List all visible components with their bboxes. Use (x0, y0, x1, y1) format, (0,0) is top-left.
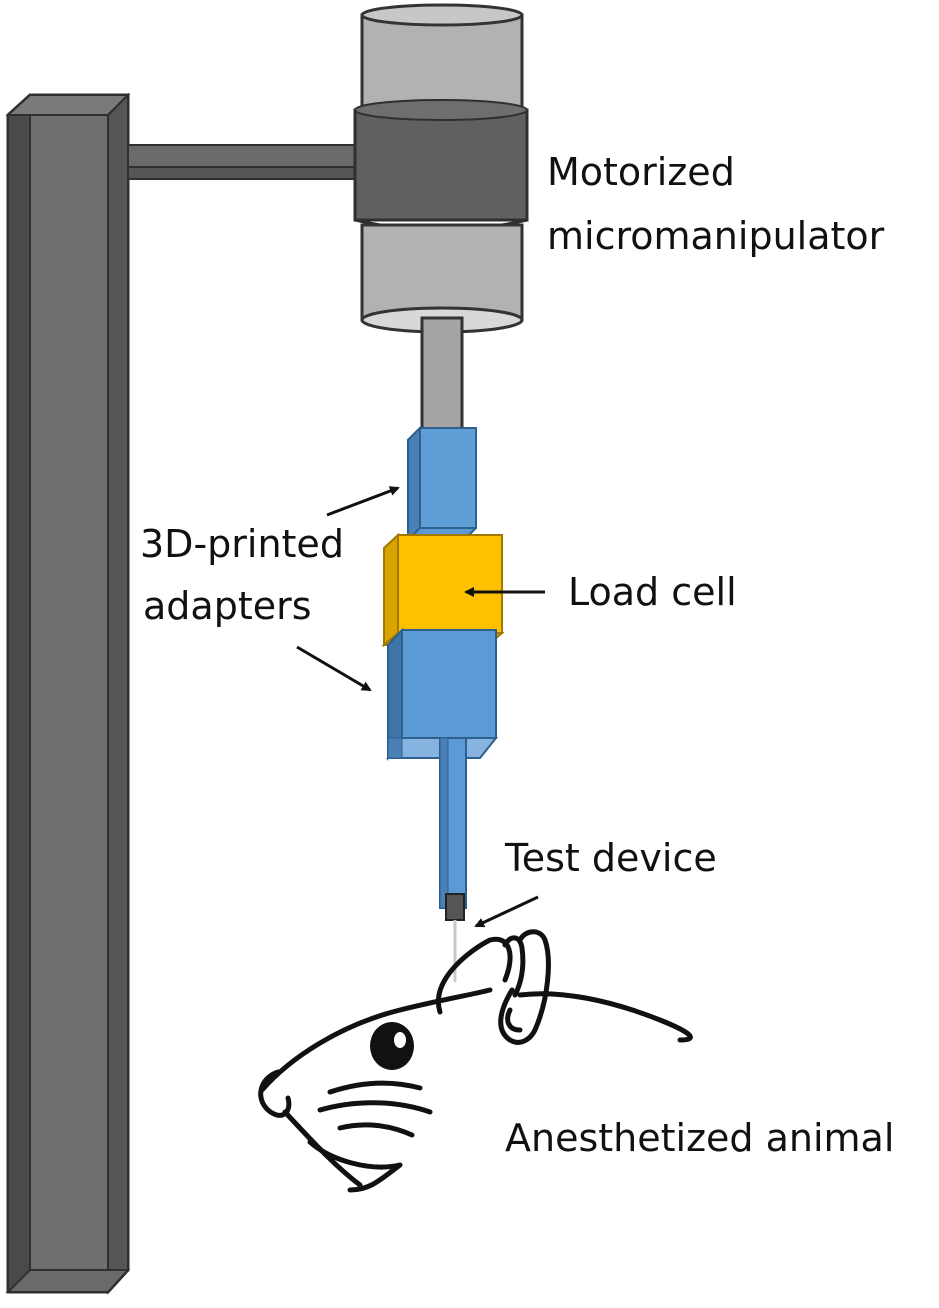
stand-pillar (5, 92, 131, 1295)
rat-eye (370, 1022, 414, 1070)
test-device-label: Test device (505, 836, 717, 880)
load-cell-label: Load cell (568, 570, 737, 614)
micromanipulator-label-line1: Motorized (547, 150, 735, 194)
adapters-label-line2: adapters (143, 584, 312, 628)
arrow-test-device (474, 895, 539, 928)
test-device (445, 893, 465, 982)
load-cell (381, 532, 505, 648)
micromanipulator-label-line2: micromanipulator (547, 214, 885, 258)
arrow-adapters-upper (326, 486, 400, 517)
adapter-upper (407, 425, 477, 543)
micromanipulator (353, 3, 529, 432)
stand-arm (127, 144, 369, 180)
rat-head-drawing (258, 929, 693, 1193)
arrow-adapters-lower (296, 645, 372, 692)
adapters-label-line1: 3D-printed (140, 522, 344, 566)
adapter-lower (386, 627, 499, 909)
animal-label: Anesthetized animal (505, 1116, 895, 1160)
